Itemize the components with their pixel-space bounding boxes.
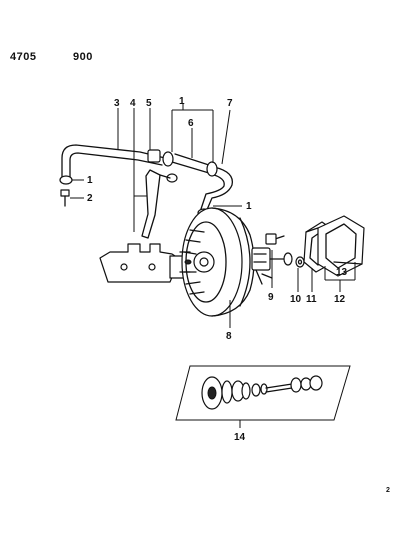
callout-1-top: 1: [179, 96, 185, 107]
callout-7: 7: [227, 98, 233, 109]
spacer-gasket-set: [303, 215, 365, 277]
leader-lines: [70, 103, 356, 328]
callout-10: 10: [290, 294, 302, 305]
washer: [295, 256, 305, 268]
callout-8: 8: [226, 331, 232, 342]
hose-bracket: [141, 169, 161, 239]
header-group-code: 900: [73, 51, 93, 63]
bolt: [60, 189, 70, 207]
check-valve: [147, 149, 161, 163]
brake-booster: [179, 207, 293, 317]
callout-4: 4: [130, 98, 136, 109]
callout-1-left: 1: [87, 175, 93, 186]
callout-9: 9: [268, 292, 274, 303]
callout-labels: 1 3 4 5 6 7 1 2 1 8 9 10 11 12 13 14: [87, 96, 348, 443]
repair-kit-box: [175, 365, 351, 428]
master-cylinder: [99, 243, 199, 283]
hose-clamp-3: [59, 175, 73, 185]
callout-2: 2: [87, 193, 93, 204]
page-number: 2: [386, 487, 390, 494]
callout-11: 11: [306, 294, 317, 305]
callout-5: 5: [146, 98, 152, 109]
hose-clamp-2: [206, 161, 218, 177]
callout-6: 6: [188, 118, 194, 129]
hose-clamp-1: [162, 151, 174, 167]
callout-3: 3: [114, 98, 120, 109]
callout-12: 12: [334, 294, 346, 305]
header-part-code: 4705: [10, 51, 36, 63]
callout-1-booster: 1: [246, 201, 252, 212]
vacuum-hose-assembly: [59, 144, 234, 239]
callout-14: 14: [234, 432, 246, 443]
callout-13: 13: [336, 267, 348, 278]
